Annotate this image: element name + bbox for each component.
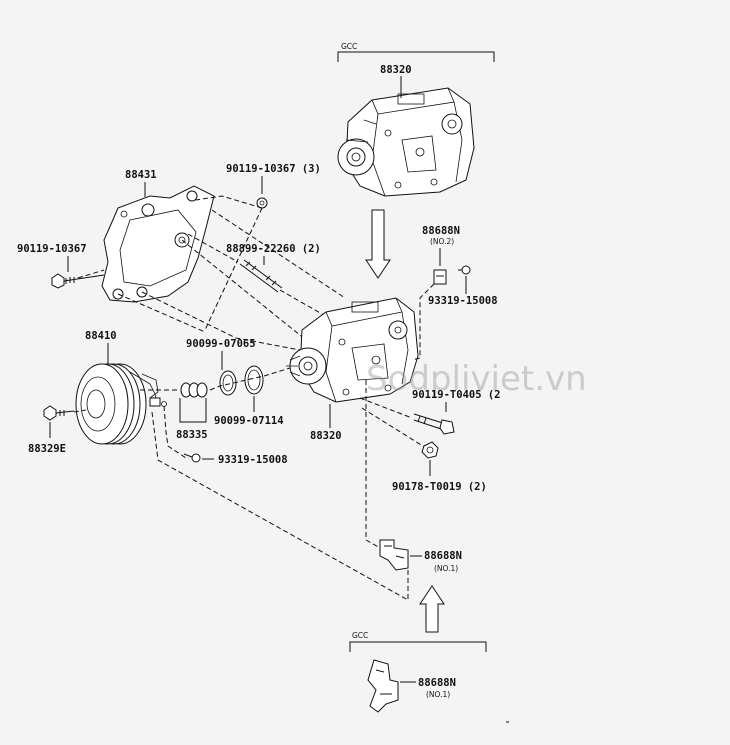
bracket-drawing bbox=[101, 185, 215, 303]
gcc-label-bottom: GCC bbox=[352, 631, 368, 640]
label-bolt-right: 90119-T0405 (2 bbox=[412, 389, 501, 401]
label-plate-bottom-sub: (NO.1) bbox=[426, 690, 450, 699]
label-plate-mid-sub: (NO.1) bbox=[434, 564, 458, 573]
arrow-down-icon bbox=[365, 209, 391, 279]
stud-icon bbox=[239, 259, 283, 293]
label-bracket: 88431 bbox=[125, 169, 157, 181]
label-plate-mid: 88688N bbox=[424, 550, 462, 562]
bolt-left-icon bbox=[51, 273, 105, 289]
label-clutch: 88410 bbox=[85, 330, 117, 342]
plate-no2-icon bbox=[433, 269, 447, 285]
clutch-pulley-drawing bbox=[75, 363, 159, 445]
screw-bottom-icon bbox=[183, 453, 201, 463]
compressor-top-drawing bbox=[337, 87, 475, 197]
arrow-up-icon bbox=[419, 585, 445, 633]
label-plate-top-sub: (NO.2) bbox=[430, 237, 454, 246]
label-bolt-top: 90119-10367 (3) bbox=[226, 163, 321, 175]
label-oring-1: 90099-07065 bbox=[186, 338, 256, 350]
shim-set-icon bbox=[180, 382, 208, 398]
label-compressor-main: 88320 bbox=[310, 430, 342, 442]
screw-right-icon bbox=[458, 265, 471, 275]
label-screw-bottom: 93319-15008 bbox=[218, 454, 288, 466]
oring-1-icon bbox=[219, 370, 237, 396]
plate-no1-mid-icon bbox=[379, 539, 409, 571]
label-shim-set: 88335 bbox=[176, 429, 208, 441]
label-stud: 88899-22260 (2) bbox=[226, 243, 321, 255]
clutch-bolt-icon bbox=[43, 405, 75, 421]
plate-no1-bottom-icon bbox=[367, 659, 399, 713]
gcc-label-top: GCC bbox=[341, 42, 357, 51]
label-oring-2: 90099-07114 bbox=[214, 415, 284, 427]
label-plate-bottom: 88688N bbox=[418, 677, 456, 689]
bolt-right-icon bbox=[413, 413, 455, 435]
oring-2-icon bbox=[244, 365, 264, 395]
label-plate-top: 88688N bbox=[422, 225, 460, 237]
label-screw-right: 93319-15008 bbox=[428, 295, 498, 307]
nut-icon bbox=[421, 441, 439, 459]
compressor-main-drawing bbox=[286, 297, 419, 403]
gcc-group-top: GCC bbox=[337, 42, 495, 62]
label-compressor-top: 88320 bbox=[380, 64, 412, 76]
gcc-group-bottom: GCC bbox=[349, 631, 487, 652]
label-clutch-bolt: 88329E bbox=[28, 443, 66, 455]
watermark-text: Sodpliviet.vn bbox=[366, 359, 587, 399]
label-bolt-left: 90119-10367 bbox=[17, 243, 87, 255]
label-nut: 90178-T0019 (2) bbox=[392, 481, 487, 493]
